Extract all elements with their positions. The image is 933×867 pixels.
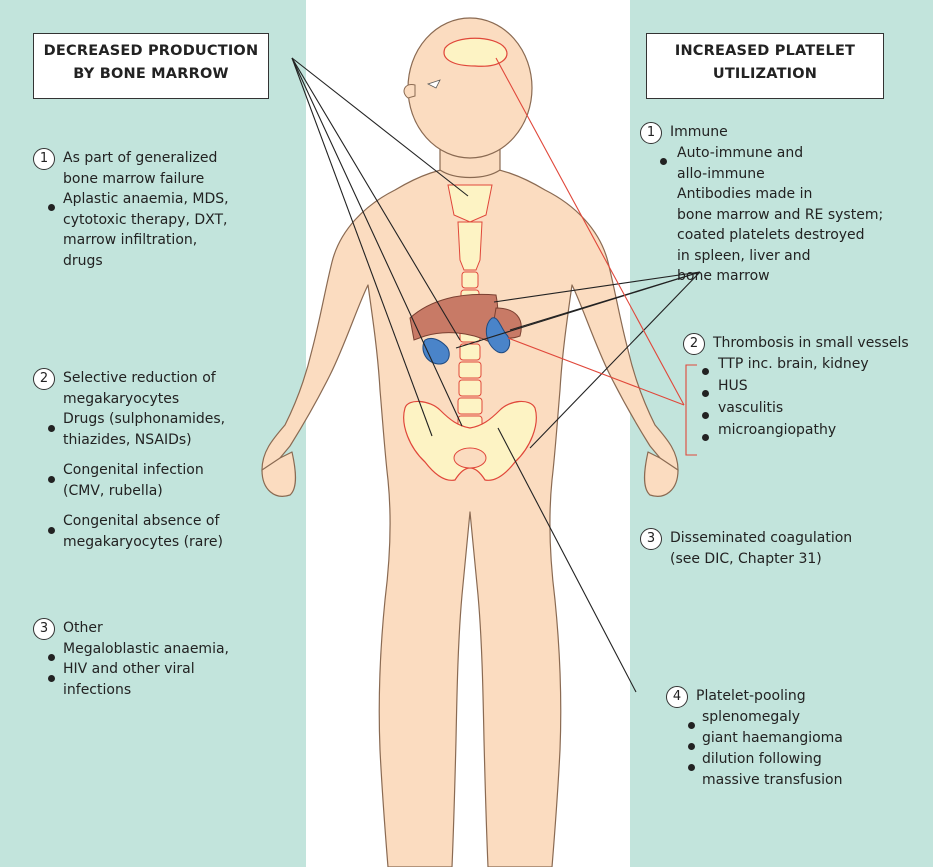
bullet-dot	[702, 434, 709, 441]
heading-line: Other	[63, 618, 103, 639]
bullet-dot	[688, 743, 695, 750]
bullet-line: HIV and other viral	[63, 659, 195, 680]
bullet-dot	[660, 158, 667, 165]
bullet-line: megakaryocytes (rare)	[63, 532, 223, 553]
bullet-line: dilution following	[702, 749, 842, 770]
bullet-line: infections	[63, 680, 195, 701]
left-item-3-bullet: Megaloblastic anaemia,	[63, 639, 229, 660]
bullet-line: allo-immune	[677, 164, 883, 185]
left-item-2-bullet: Drugs (sulphonamides, thiazides, NSAIDs)	[63, 409, 225, 450]
bullet-line: microangiopathy	[718, 420, 836, 441]
brain-shape	[444, 38, 507, 66]
left-item-2-heading: Selective reduction of megakaryocytes	[63, 368, 216, 409]
heading-line: (see DIC, Chapter 31)	[670, 549, 852, 570]
bullet-dot	[48, 204, 55, 211]
right-item-2-bullet: vasculitis	[718, 398, 783, 419]
bullet-line: bone marrow	[677, 266, 883, 287]
bullet-dot	[702, 412, 709, 419]
heading-line: Selective reduction of	[63, 368, 216, 389]
right-item-4-heading: Platelet-pooling	[696, 686, 806, 707]
right-item-4-number: 4	[666, 686, 688, 708]
left-item-1-heading: As part of generalized bone marrow failu…	[63, 148, 217, 189]
bullet-dot	[702, 390, 709, 397]
bullet-dot	[48, 527, 55, 534]
right-item-4-bullet: splenomegaly	[702, 707, 800, 728]
heading-line: bone marrow failure	[63, 169, 217, 190]
bullet-line: Congenital absence of	[63, 511, 223, 532]
bullet-line: TTP inc. brain, kidney	[718, 354, 869, 375]
bullet-dot	[688, 764, 695, 771]
bullet-line: splenomegaly	[702, 707, 800, 728]
left-title-box: DECREASED PRODUCTION BY BONE MARROW	[33, 33, 269, 99]
heading-line: Thrombosis in small vessels	[713, 333, 909, 354]
left-item-2-number: 2	[33, 368, 55, 390]
bullet-line: (CMV, rubella)	[63, 481, 204, 502]
bullet-line: thiazides, NSAIDs)	[63, 430, 225, 451]
right-title-line: UTILIZATION	[647, 63, 883, 86]
bullet-line: Antibodies made in	[677, 184, 883, 205]
bullet-line: cytotoxic therapy, DXT,	[63, 210, 229, 231]
bullet-line: drugs	[63, 251, 229, 272]
bullet-line: in spleen, liver and	[677, 246, 883, 267]
left-title-line: BY BONE MARROW	[34, 63, 268, 86]
heading-line: megakaryocytes	[63, 389, 216, 410]
right-item-4-bullet: giant haemangioma	[702, 728, 843, 749]
left-item-1-bullet: Aplastic anaemia, MDS, cytotoxic therapy…	[63, 189, 229, 271]
heading-line: Disseminated coagulation	[670, 528, 852, 549]
heading-line: Immune	[670, 122, 728, 143]
bullet-line: coated platelets destroyed	[677, 225, 883, 246]
right-item-2-heading: Thrombosis in small vessels	[713, 333, 909, 354]
bullet-dot	[48, 425, 55, 432]
bullet-line: marrow infiltration,	[63, 230, 229, 251]
left-item-3-bullet: HIV and other viral infections	[63, 659, 195, 700]
bullet-dot	[48, 476, 55, 483]
bullet-line: giant haemangioma	[702, 728, 843, 749]
right-title-box: INCREASED PLATELET UTILIZATION	[646, 33, 884, 99]
right-item-2-bullet: TTP inc. brain, kidney	[718, 354, 869, 375]
right-item-3-number: 3	[640, 528, 662, 550]
bullet-line: bone marrow and RE system;	[677, 205, 883, 226]
right-item-1-bullet: Auto-immune and allo-immune Antibodies m…	[677, 143, 883, 287]
left-item-2-bullet: Congenital absence of megakaryocytes (ra…	[63, 511, 223, 552]
right-item-2-number: 2	[683, 333, 705, 355]
bullet-line: vasculitis	[718, 398, 783, 419]
right-title-line: INCREASED PLATELET	[647, 40, 883, 63]
bullet-dot	[48, 675, 55, 682]
bullet-line: Auto-immune and	[677, 143, 883, 164]
right-item-1-number: 1	[640, 122, 662, 144]
bullet-line: Megaloblastic anaemia,	[63, 639, 229, 660]
bullet-line: HUS	[718, 376, 748, 397]
heading-line: Platelet-pooling	[696, 686, 806, 707]
right-item-1-heading: Immune	[670, 122, 728, 143]
left-item-2-bullet: Congenital infection (CMV, rubella)	[63, 460, 204, 501]
bullet-dot	[48, 654, 55, 661]
left-item-3-number: 3	[33, 618, 55, 640]
left-item-1-number: 1	[33, 148, 55, 170]
bullet-line: massive transfusion	[702, 770, 842, 791]
heading-line: As part of generalized	[63, 148, 217, 169]
left-title-line: DECREASED PRODUCTION	[34, 40, 268, 63]
left-item-3-heading: Other	[63, 618, 103, 639]
right-item-2-bullet: microangiopathy	[718, 420, 836, 441]
bullet-line: Aplastic anaemia, MDS,	[63, 189, 229, 210]
bullet-line: Congenital infection	[63, 460, 204, 481]
bullet-dot	[702, 368, 709, 375]
bullet-dot	[688, 722, 695, 729]
right-item-4-bullet: dilution following massive transfusion	[702, 749, 842, 790]
right-item-2-bullet: HUS	[718, 376, 748, 397]
bullet-line: Drugs (sulphonamides,	[63, 409, 225, 430]
right-item-3-heading: Disseminated coagulation (see DIC, Chapt…	[670, 528, 852, 569]
